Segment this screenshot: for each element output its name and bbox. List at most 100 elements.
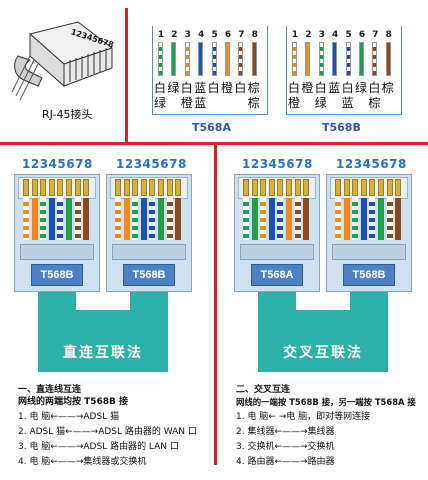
plug-pin: [335, 179, 341, 196]
plug-standard-tag: T568B: [343, 264, 395, 286]
plug-wire: [251, 198, 258, 240]
plug-pin: [83, 179, 90, 196]
t568a-frame: [152, 26, 268, 115]
t568a-color-label: 白: [207, 81, 220, 95]
t568a-pin-number: 2: [171, 30, 178, 40]
t568a-wire: [158, 42, 163, 76]
plug-pin: [149, 179, 156, 196]
plug-pin: [48, 179, 55, 196]
plug-pin: [123, 179, 130, 196]
t568a-wire: [184, 42, 190, 76]
straight-cable-left: [38, 292, 76, 312]
straight-cable-loop: [38, 310, 168, 372]
t568a-wire: [238, 42, 244, 76]
plug-wire: [74, 198, 81, 240]
plug-wire: [343, 198, 350, 240]
plug-wire: [149, 198, 156, 240]
plug-pin: [286, 179, 292, 196]
t568b-pin-number: 1: [291, 30, 299, 40]
notes-cross-subheading: 网线的一端按 T568B 接，另一端按 T568A 接: [236, 397, 416, 407]
notes-straight-heading: 一、直连线互连: [18, 385, 82, 395]
plug-wire: [48, 198, 55, 240]
notes-cross-item: 3. 交换机←——→交换机: [236, 442, 335, 452]
t568b-wire: [332, 42, 338, 76]
plug-pin: [66, 179, 72, 196]
t568b-color-label: 绿: [314, 96, 327, 110]
plug-pin: [303, 179, 310, 196]
t568b-color-label: 白: [341, 81, 354, 95]
t568a-color-label: 蓝: [194, 81, 207, 95]
t568b-frame: [286, 26, 402, 115]
t568b-wire: [345, 42, 351, 76]
t568a-color-label: 棕: [247, 96, 260, 110]
notes-straight-item: 2. ADSL 猫←——→ADSL 路由器的 WAN 口: [18, 427, 197, 437]
plug-wire: [352, 198, 359, 240]
plug-pin: [166, 179, 173, 196]
notes-straight-subheading: 网线的两端均按 T568B 接: [18, 397, 129, 407]
notes-cross-item: 2. 集线器←——→集线器: [236, 427, 335, 437]
t568b-color-label: 白: [368, 81, 381, 95]
straight-title: 直连互联法: [63, 345, 143, 361]
t568b-color-label: 棕: [368, 96, 381, 110]
t568b-pin-number: 5: [345, 30, 352, 40]
plug-clip: [332, 244, 406, 260]
plug-wire: [335, 198, 341, 240]
plug-wire: [140, 198, 147, 240]
cross-cable-loop: [258, 310, 388, 372]
plug-wire: [294, 198, 301, 240]
straight-left-pin-numbers: 12345678: [22, 157, 93, 171]
plug-wire: [23, 198, 29, 240]
plug-pin: [158, 179, 164, 196]
cross-left-plug: T568A: [234, 174, 320, 292]
t568b-label: T568B: [322, 121, 361, 134]
plug-wire: [57, 198, 64, 240]
cross-cable-left: [258, 292, 296, 312]
t568b-color-label: 橙: [301, 81, 314, 95]
t568a-color-label: 橙: [180, 96, 193, 110]
t568b-wire: [385, 42, 391, 76]
cross-left-pin-numbers: 12345678: [242, 157, 313, 171]
plug-wire: [175, 198, 182, 240]
t568b-wire: [318, 42, 324, 76]
t568b-pin-number: 2: [305, 30, 312, 40]
cross-title: 交叉互联法: [283, 345, 363, 361]
plug-pin: [268, 179, 275, 196]
plug-pin: [360, 179, 367, 196]
plug-pin: [386, 179, 393, 196]
t568a-color-label: 白: [154, 81, 167, 95]
cross-cable-right: [350, 292, 388, 312]
plug-pin: [31, 179, 38, 196]
t568b-pin-number: 6: [358, 30, 366, 40]
straight-right-plug: T568B: [106, 174, 192, 292]
plug-pin: [395, 179, 402, 196]
plug-wire: [386, 198, 393, 240]
t568b-pin-number: 7: [372, 30, 379, 40]
plug-wire: [166, 198, 173, 240]
notes-cross-item: 1. 电 脑← →电 脑，即对等网连接: [236, 412, 371, 422]
plug-wire: [395, 198, 402, 240]
straight-right-pin-numbers: 12345678: [116, 157, 187, 171]
straight-cable-right: [130, 292, 168, 312]
t568a-color-label: 绿: [167, 81, 180, 95]
plug-wire: [132, 198, 139, 240]
t568a-color-label: 蓝: [194, 96, 207, 110]
plug-pin: [40, 179, 47, 196]
t568b-wire: [305, 42, 311, 76]
plug-pin: [343, 179, 350, 196]
rj45-plug-icon: [11, 21, 114, 101]
plug-pin: [132, 179, 139, 196]
plug-clip: [112, 244, 186, 260]
plug-wire: [31, 198, 38, 240]
plug-wire: [378, 198, 384, 240]
rj45-label: RJ-45接头: [42, 108, 93, 121]
plug-wire: [268, 198, 275, 240]
plug-standard-tag: T568A: [251, 264, 303, 286]
plug-wire: [243, 198, 249, 240]
t568b-color-label: 橙: [288, 96, 301, 110]
t568a-wire: [198, 42, 204, 76]
t568b-color-label: 蓝: [328, 81, 341, 95]
t568b-color-label: 棕: [381, 81, 394, 95]
cross-right-pin-numbers: 12345678: [336, 157, 407, 171]
plug-wire: [260, 198, 267, 240]
